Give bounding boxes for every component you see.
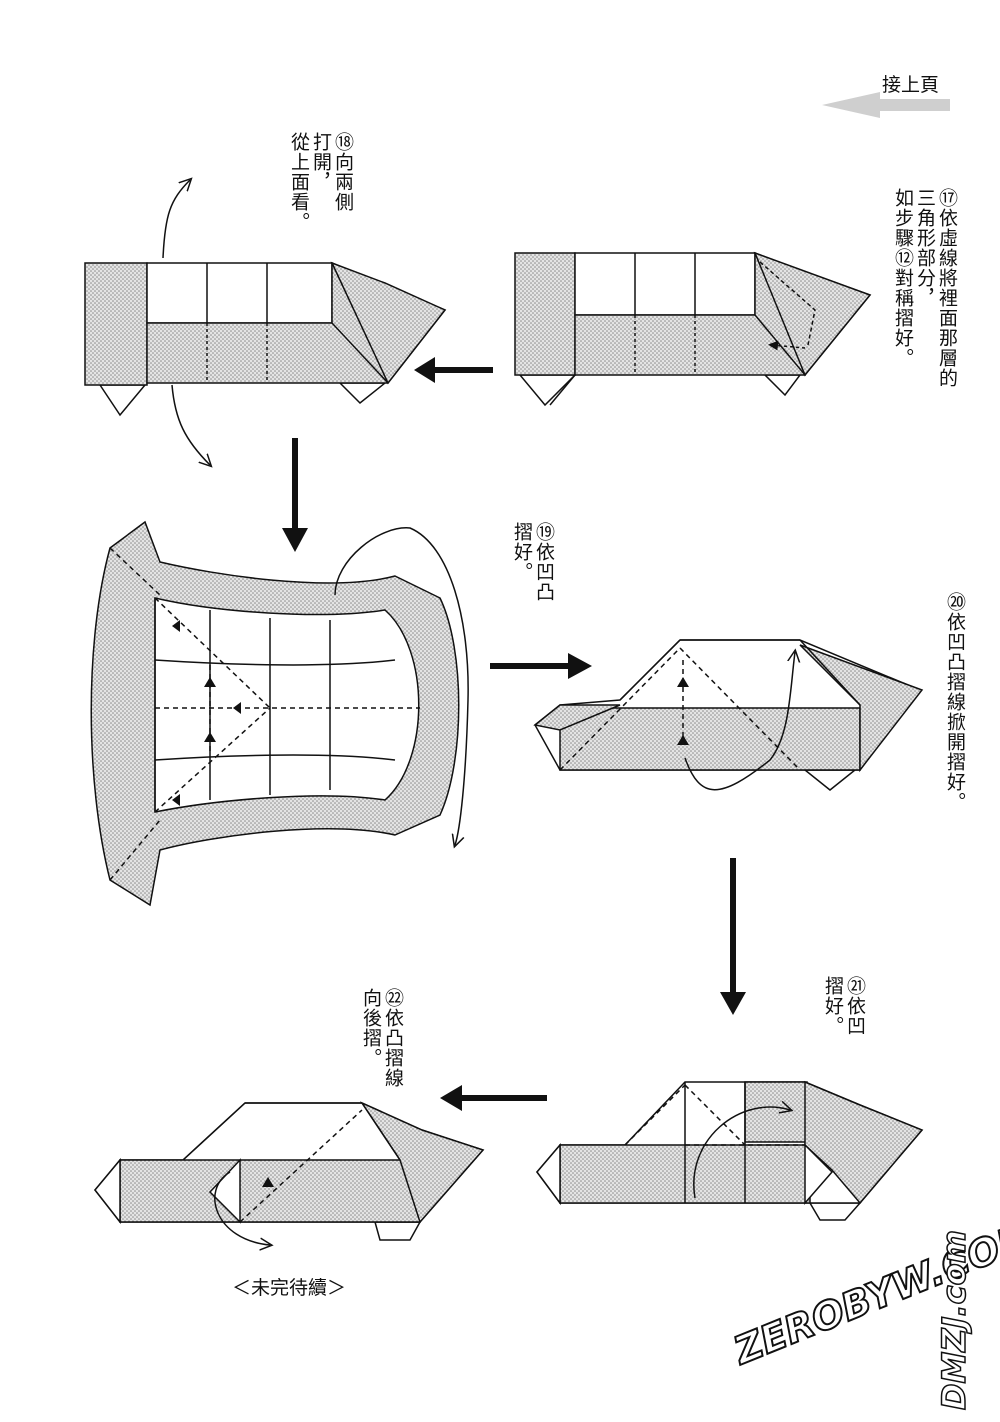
step-arrow-down-1 [282, 438, 308, 552]
fold-markers-20 [677, 677, 689, 745]
step-arrow-right-1 [490, 653, 592, 679]
step-arrow-left-1 [414, 357, 493, 383]
fold-markers-22 [262, 1177, 274, 1187]
step-17-diagram [514, 251, 872, 407]
step-18-text: ⑱向兩側 打開， 從上面看。 [288, 132, 354, 232]
to-be-continued: ＜未完待續＞ [232, 1277, 347, 1299]
step-arrow-down-2 [720, 858, 746, 1015]
step-22-text: ㉒依凸摺線 向後摺。 [360, 988, 404, 1088]
step-21-text: ㉑依凹 摺好。 [822, 976, 866, 1036]
step-18-diagram [84, 180, 447, 465]
step-arrow-left-2 [440, 1085, 547, 1111]
step-17-text: ⑰依虛線將裡面那層的 三角形部分， 如步驟⑫對稱摺好。 [892, 188, 958, 388]
continue-arrow-icon [822, 92, 950, 118]
logo-watermark: DMZJ.com [934, 1229, 974, 1410]
step-19-diagram [90, 520, 469, 907]
step-21-diagram [536, 1080, 924, 1221]
fold-markers [172, 620, 241, 806]
step-22-diagram [94, 1101, 485, 1245]
continue-label: 接上頁 [882, 74, 940, 96]
step-20-diagram [533, 639, 924, 791]
step-19-text: ⑲依凹凸 摺好。 [511, 522, 555, 602]
step-20-text: ⑳依凹凸摺線掀開摺好。 [944, 592, 966, 812]
